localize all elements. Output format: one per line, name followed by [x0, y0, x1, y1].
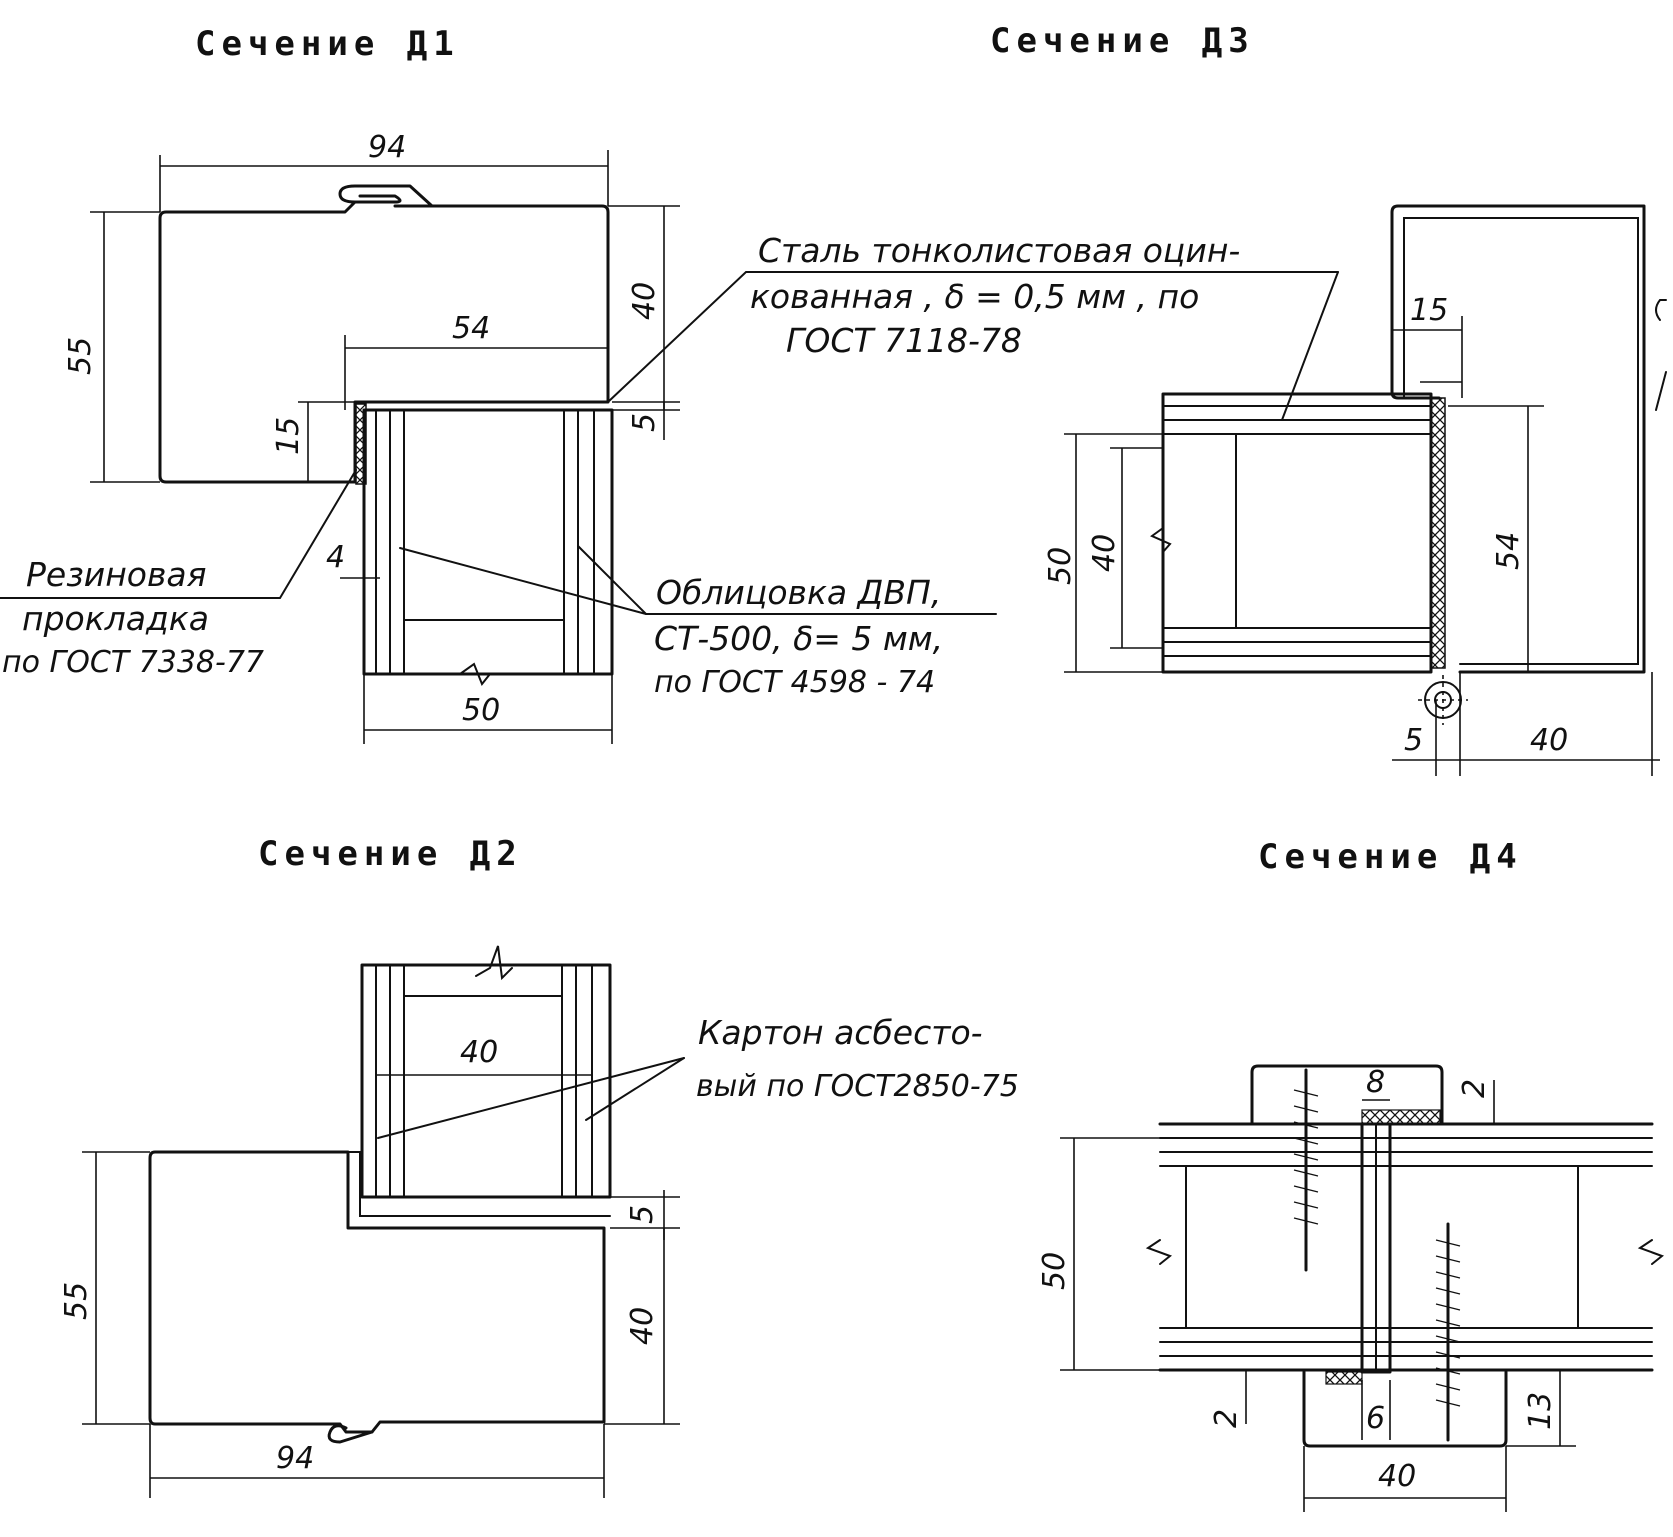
d3-dim-40h: 40 [1530, 723, 1568, 758]
note-rubber-line-3: по ГОСТ 7338-77 [2, 645, 264, 680]
d4-gasket-bottom [1325, 1371, 1363, 1385]
d4-break-right [1637, 1239, 1665, 1265]
note-rubber-line-2: прокладка [22, 599, 209, 638]
note-fibreboard-line-3: по ГОСТ 4598 - 74 [654, 665, 935, 700]
d1-dim-40: 40 [627, 282, 662, 320]
d2-dim-55: 55 [59, 1282, 94, 1320]
d3-door-leaf [1161, 392, 1433, 674]
d2-break-mark [475, 945, 513, 981]
note-fibreboard-leader-2 [577, 545, 647, 615]
note-asbestos-line-1: Картон асбесто- [698, 1013, 983, 1052]
note-fibreboard: Облицовка ДВП, СТ-500, δ= 5 мм, по ГОСТ … [399, 545, 997, 700]
d2-seam-fold [327, 1424, 374, 1444]
section-d3: 15 50 40 54 5 40 [1043, 204, 1667, 776]
d4-dim-50: 50 [1037, 1252, 1072, 1290]
title-section-d4: Сечение Д4 [1258, 837, 1523, 877]
note-steel-leader-left [607, 271, 1339, 403]
note-steel-leader-right [1281, 271, 1339, 421]
d4-dim-2-bottom: 2 [1209, 1409, 1244, 1428]
section-d4: 8 2 50 2 6 13 40 [1037, 1064, 1665, 1512]
d3-seam-fold [1655, 299, 1667, 411]
d1-dim-5: 5 [627, 413, 662, 432]
d3-dim-40v: 40 [1087, 534, 1122, 572]
note-rubber-line-1: Резиновая [26, 555, 207, 594]
d1-dim-94: 94 [368, 130, 406, 165]
d2-dim-40v: 40 [625, 1307, 660, 1345]
d4-dim-40: 40 [1378, 1459, 1416, 1494]
d3-dim-50: 50 [1043, 547, 1078, 585]
section-d1: 94 55 40 5 54 15 4 50 [63, 130, 680, 744]
d3-steel-frame [1390, 204, 1646, 674]
note-rubber-leader [0, 469, 357, 599]
d4-dim-6: 6 [1366, 1401, 1385, 1436]
d1-dim-15: 15 [271, 417, 306, 455]
title-section-d1: Сечение Д1 [195, 24, 460, 64]
d1-dim-4: 4 [326, 540, 345, 575]
note-steel: Сталь тонколистовая оцин- кованная , δ =… [607, 231, 1339, 421]
note-steel-line-3: ГОСТ 7118-78 [786, 321, 1022, 360]
d3-dim-5: 5 [1404, 723, 1423, 758]
d4-dim-13: 13 [1523, 1392, 1558, 1430]
d1-door-leaf [362, 408, 614, 676]
d2-steel-frame [148, 1150, 606, 1434]
d1-seam-fold [338, 184, 434, 208]
d1-dim-55: 55 [63, 337, 98, 375]
d1-dim-50: 50 [462, 693, 500, 728]
note-asbestos-leader-1 [377, 1057, 685, 1139]
d1-steel-frame [158, 200, 610, 484]
title-section-d3: Сечение Д3 [990, 21, 1255, 61]
d2-dim-5: 5 [625, 1205, 660, 1224]
d4-screw-bottom [1435, 1222, 1461, 1442]
note-asbestos: Картон асбесто- вый по ГОСТ2850-75 [377, 1013, 1019, 1139]
d4-top-cap [1250, 1064, 1444, 1126]
d3-dim-15: 15 [1410, 293, 1448, 328]
d2-dim-94: 94 [276, 1441, 314, 1476]
d3-dim-54: 54 [1491, 532, 1526, 570]
section-d2: 40 5 55 40 94 [59, 945, 680, 1498]
d1-break-mark [459, 662, 491, 686]
d2-dim-40w: 40 [460, 1035, 498, 1070]
d4-break-left [1145, 1239, 1173, 1265]
d1-dim-54: 54 [452, 311, 490, 346]
note-rubber: Резиновая прокладка по ГОСТ 7338-77 [0, 469, 357, 680]
d3-rubber-gasket [1430, 397, 1446, 669]
note-asbestos-line-2: вый по ГОСТ2850-75 [696, 1069, 1019, 1104]
note-steel-line-2: кованная , δ = 0,5 мм , по [750, 277, 1199, 316]
d4-gasket-top [1361, 1109, 1441, 1125]
note-steel-line-1: Сталь тонколистовая оцин- [758, 231, 1240, 270]
d1-rubber-gasket [355, 403, 367, 485]
d4-dim-8: 8 [1366, 1065, 1385, 1100]
d3-break-mark [1150, 527, 1172, 553]
note-fibreboard-line-1: Облицовка ДВП, [656, 573, 941, 612]
d4-dim-2-top: 2 [1457, 1079, 1492, 1098]
title-section-d2: Сечение Д2 [258, 834, 523, 874]
d4-screw-top [1293, 1068, 1319, 1272]
note-asbestos-leader-2 [585, 1057, 685, 1121]
note-fibreboard-line-2: СТ-500, δ= 5 мм, [654, 619, 943, 658]
d2-door-leaf [360, 963, 612, 1199]
d4-bottom-cap [1302, 1370, 1508, 1448]
